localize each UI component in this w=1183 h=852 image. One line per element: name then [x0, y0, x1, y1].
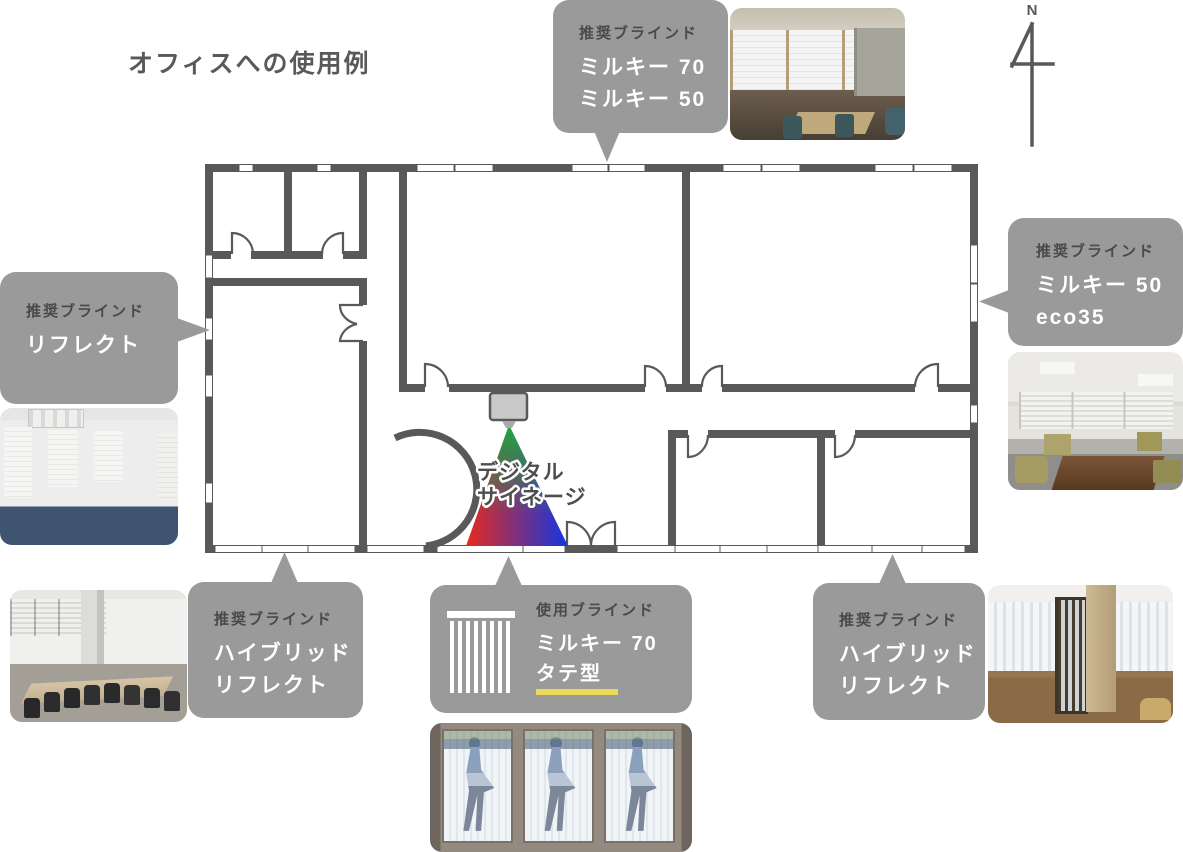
callout-line: リフレクト — [214, 673, 329, 697]
north-arrow-icon — [1009, 21, 1055, 147]
photo-layer — [156, 432, 178, 502]
callout-line: リフレクト — [26, 334, 141, 357]
callout-heading: 推奨ブラインド — [214, 611, 334, 628]
photo-layer — [24, 698, 41, 719]
photo-layer — [782, 116, 802, 139]
callout-line: ミルキー 70 — [536, 633, 658, 655]
photo-layer — [1039, 361, 1075, 375]
photo-bottom-center-storefront — [430, 723, 692, 852]
windows — [205, 164, 978, 553]
callout-heading: 推奨ブラインド — [579, 25, 699, 42]
doors — [230, 231, 940, 550]
photo-right-meeting-room — [1008, 352, 1183, 490]
digital-signage-projector-icon — [488, 391, 529, 428]
callout-top: 推奨ブラインド ミルキー 70 ミルキー 50 — [553, 0, 728, 133]
vertical-blind-icon — [447, 611, 515, 693]
photo-layer — [606, 731, 673, 749]
callout-line: ミルキー 70 — [579, 56, 707, 79]
callout-heading: 推奨ブラインド — [26, 303, 146, 320]
walls — [205, 164, 978, 553]
photo-layer — [1018, 392, 1173, 430]
photo-layer — [604, 729, 675, 843]
photo-layer — [80, 590, 104, 664]
callout-line: ハイブリッド — [214, 642, 352, 665]
rgb-light-cone — [466, 425, 568, 546]
callout-line: ミルキー 50 — [1036, 274, 1164, 297]
callout-heading: 推奨ブラインド — [1036, 243, 1156, 260]
photo-top-office — [730, 8, 905, 140]
photo-layer — [730, 30, 856, 90]
callout-bottom-center: 使用ブラインド ミルキー 70 タテ型 — [430, 585, 692, 713]
photo-layer — [525, 731, 592, 749]
callout-line: eco35 — [1036, 305, 1106, 329]
callout-heading: 使用ブラインド — [536, 602, 656, 619]
photo-layer — [20, 676, 173, 704]
photo-layer — [854, 27, 905, 97]
callout-line: リフレクト — [839, 674, 954, 698]
photo-layer — [1086, 585, 1116, 712]
callout-line: ミルキー 50 — [579, 87, 707, 111]
photo-bottom-left-conference — [10, 590, 187, 722]
photo-layer — [1139, 698, 1172, 721]
photo-layer — [441, 729, 513, 843]
page-title: オフィスへの使用例 — [128, 50, 371, 78]
callout-line: ハイブリッド — [839, 643, 977, 666]
photo-left-room — [0, 408, 178, 545]
callout-bottom-right: 推奨ブラインド ハイブリッド リフレクト — [813, 583, 985, 720]
signage-label-line2: サイネージ — [477, 486, 587, 509]
photo-layer — [523, 729, 594, 843]
photo-layer — [1054, 597, 1089, 714]
photo-layer — [28, 409, 84, 428]
photo-bottom-right-lounge — [988, 585, 1173, 723]
photo-layer — [48, 429, 79, 488]
callout-heading: 推奨ブラインド — [839, 612, 959, 629]
callout-bottom-left: 推奨ブラインド ハイブリッド リフレクト — [188, 582, 363, 718]
compass-north-label: N — [1026, 2, 1038, 19]
photo-layer — [1051, 455, 1165, 490]
photo-layer — [1015, 455, 1049, 484]
signage-label-line1: デジタル — [477, 460, 565, 484]
compass: N — [999, 2, 1069, 152]
photo-layer — [3, 427, 33, 499]
callout-right: 推奨ブラインド ミルキー 50 eco35 — [1008, 218, 1183, 346]
callout-line-highlighted: タテ型 — [536, 659, 618, 695]
photo-layer — [94, 431, 123, 482]
callout-left: 推奨ブラインド リフレクト — [0, 272, 178, 404]
photo-layer — [443, 731, 511, 749]
